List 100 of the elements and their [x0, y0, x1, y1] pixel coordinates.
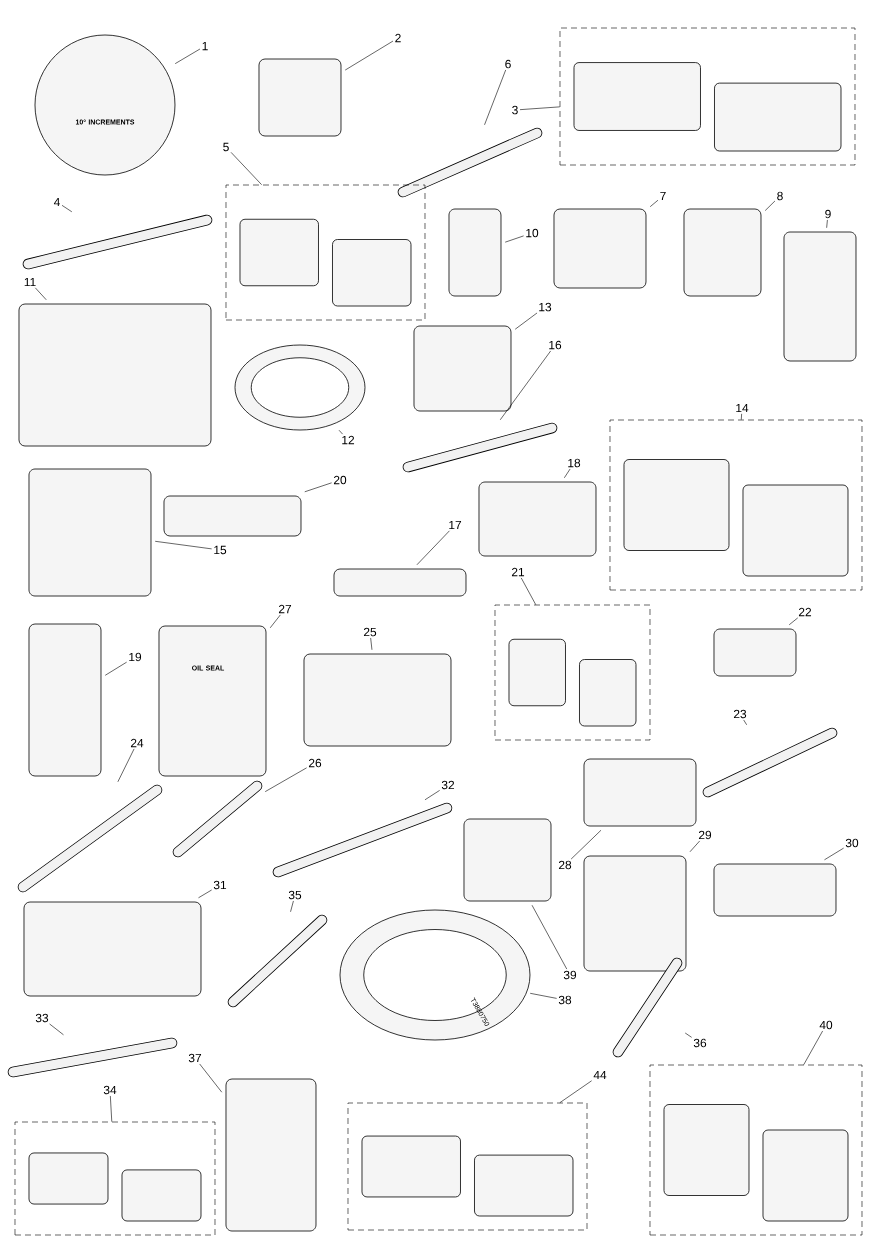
leader-line: [788, 617, 799, 626]
callout-number: 19: [129, 652, 142, 662]
tool-drawing: [612, 957, 683, 1058]
tool-drawing: [448, 208, 502, 297]
leader-line: [570, 829, 602, 860]
leader-line: [684, 1032, 692, 1038]
tool-drawing: [333, 568, 467, 597]
callout-number: 15: [214, 545, 227, 555]
callout-number: 24: [130, 738, 144, 748]
tool-drawing: [163, 495, 302, 537]
callout-number: 34: [103, 1085, 117, 1095]
leader-line: [531, 904, 568, 970]
tool-drawing: [583, 758, 697, 827]
dashed-group-box: [14, 1121, 216, 1236]
callout-number: 31: [213, 880, 227, 890]
callout-number: 44: [593, 1070, 607, 1080]
callout-number: 30: [845, 838, 859, 848]
leader-line: [264, 767, 307, 792]
tool-drawing: [28, 468, 152, 597]
leader-line: [649, 199, 659, 207]
callout-number: 21: [511, 567, 525, 577]
callout-number: 4: [53, 197, 60, 207]
callout-number: 39: [563, 970, 577, 980]
callout-number: 36: [693, 1038, 707, 1048]
callout-number: 10: [526, 228, 539, 238]
tool-drawing: [18, 303, 212, 447]
callout-number: 29: [698, 830, 712, 840]
leader-line: [740, 413, 742, 420]
leader-line: [520, 577, 537, 605]
tool-drawing: [397, 127, 543, 198]
leader-line: [49, 1023, 64, 1036]
callout-number: 22: [798, 607, 812, 617]
leader-line: [199, 1063, 223, 1093]
callout-number: 28: [558, 860, 572, 870]
leader-line: [35, 287, 47, 301]
callout-number: 38: [558, 995, 572, 1005]
tool-drawing: [339, 909, 531, 1041]
leader-line: [559, 1080, 592, 1103]
leader-line: [198, 889, 212, 899]
callout-number: 23: [733, 709, 747, 719]
tool-drawing: [17, 784, 163, 893]
callout-number: 25: [363, 627, 377, 637]
tool-drawing: [7, 1037, 178, 1078]
callout-number: 11: [24, 277, 36, 287]
callout-number: 40: [819, 1020, 833, 1030]
leader-line: [416, 530, 450, 566]
leader-line: [824, 847, 844, 861]
callout-number: 9: [825, 209, 831, 219]
tool-drawing: [713, 863, 837, 917]
callout-number: 33: [35, 1013, 49, 1023]
tool-drawing: [258, 58, 342, 137]
leader-line: [519, 106, 560, 110]
callout-number: 32: [441, 780, 455, 790]
callout-number: 16: [549, 340, 562, 350]
leader-line: [338, 429, 343, 435]
dashed-group-box: [559, 27, 856, 166]
dashed-group-box: [225, 184, 426, 321]
tool-drawing: [158, 625, 267, 777]
leader-line: [174, 48, 201, 64]
leader-line: [529, 993, 557, 999]
leader-line: [110, 1095, 113, 1122]
leader-line: [370, 637, 373, 651]
leader-line: [230, 152, 262, 185]
leader-line: [304, 482, 332, 493]
callout-number: 12: [342, 435, 355, 445]
tool-drawing: [553, 208, 647, 289]
leader-line: [504, 235, 524, 243]
leader-line: [154, 541, 212, 550]
callout-number: 27: [278, 604, 292, 614]
tool-drawing: [272, 802, 453, 878]
leader-line: [117, 748, 135, 783]
leader-line: [564, 468, 571, 479]
callout-number: 18: [568, 458, 581, 468]
tool-drawing: [28, 623, 102, 777]
leader-line: [803, 1030, 823, 1065]
leader-line: [514, 312, 538, 330]
callout-number: 37: [188, 1053, 202, 1063]
dashed-group-box: [649, 1064, 863, 1236]
dashed-group-box: [347, 1102, 588, 1231]
tool-drawing: [413, 325, 512, 412]
tool-drawing: [713, 628, 797, 677]
tool-drawing: [172, 780, 263, 858]
tool-drawing: [23, 901, 202, 997]
leader-line: [499, 350, 551, 421]
leader-line: [61, 205, 73, 213]
callout-number: 1: [202, 41, 208, 51]
callout-number: 3: [512, 105, 518, 115]
leader-line: [424, 790, 440, 801]
leader-line: [104, 661, 127, 676]
tool-drawing: [463, 818, 552, 902]
callout-number: 13: [539, 302, 552, 312]
callout-number: 26: [308, 758, 322, 768]
tool-drawing: [227, 914, 328, 1008]
tool-drawing: [478, 481, 597, 557]
dashed-group-box: [494, 604, 651, 741]
dashed-group-box: [609, 419, 863, 591]
callout-number: 14: [736, 403, 749, 413]
tool-drawing: [583, 855, 687, 972]
tool-drawing: [783, 231, 857, 362]
tool-drawing: [234, 344, 366, 431]
